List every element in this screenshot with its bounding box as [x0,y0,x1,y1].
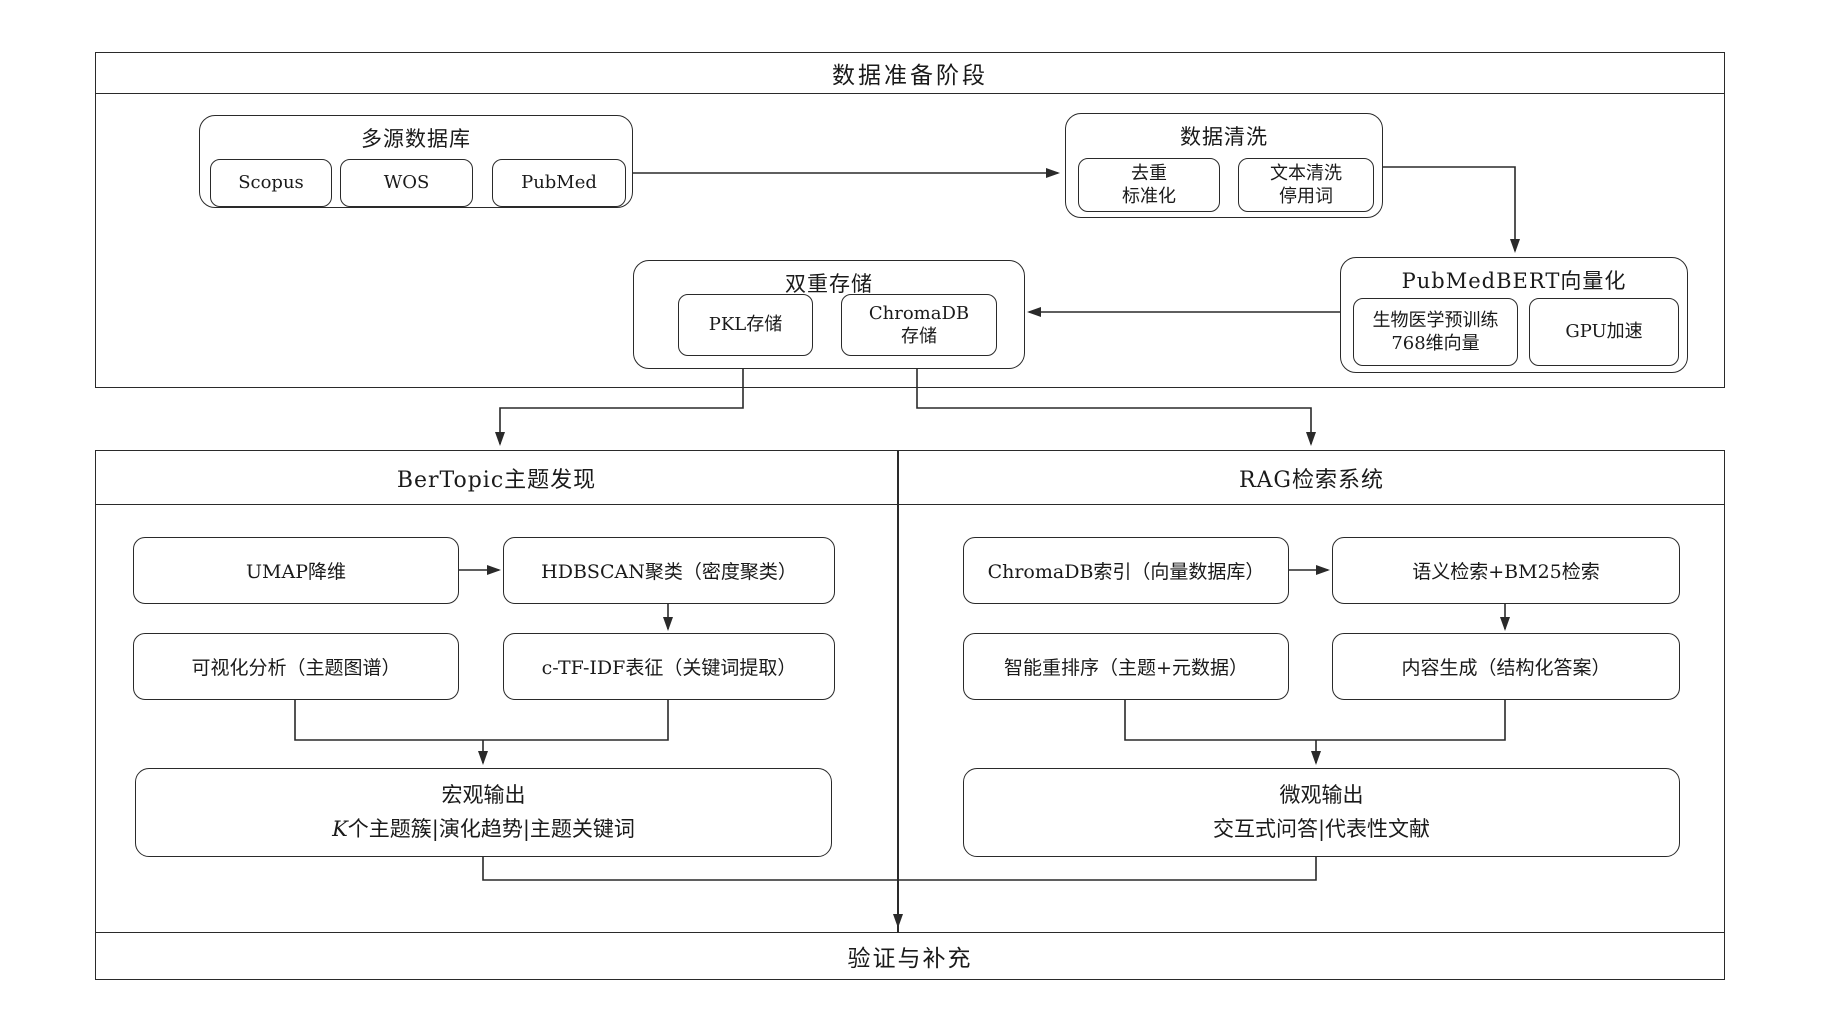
node-chromadb-index-label: ChromaDB索引（向量数据库） [987,561,1265,583]
node-textclean-line2: 停用词 [1279,186,1333,207]
node-dedup-line1: 去重 [1131,162,1167,184]
node-dedup-normalize: 去重 标准化 [1078,158,1220,212]
section-validation: 验证与补充 [95,932,1725,980]
node-pubmed: PubMed [492,159,626,207]
node-micro-output: 微观输出 交互式问答|代表性文献 [963,768,1680,857]
group-multi-source-db-title: 多源数据库 [361,127,471,151]
node-scopus-label: Scopus [238,172,304,194]
node-pkl-label: PKL存储 [708,314,783,336]
node-chromadb-storage: ChromaDB 存储 [841,294,997,356]
node-chromadb-index: ChromaDB索引（向量数据库） [963,537,1289,604]
group-data-cleaning-title: 数据清洗 [1180,125,1268,149]
node-visualization: 可视化分析（主题图谱） [133,633,459,700]
group-data-cleaning: 数据清洗 去重 标准化 文本清洗 停用词 [1065,113,1383,218]
node-umap-label: UMAP降维 [246,561,346,583]
node-semantic-bm25-label: 语义检索+BM25检索 [1412,561,1600,583]
node-hdbscan: HDBSCAN聚类（密度聚类） [503,537,835,604]
section-validation-title: 验证与补充 [847,946,973,972]
section-bertopic-title: BerTopic主题发现 [96,451,897,505]
macro-output-k: K [332,816,348,841]
macro-output-title: 宏观输出 [441,782,526,807]
node-wos-label: WOS [383,172,430,194]
micro-output-title: 微观输出 [1279,782,1364,807]
group-pubmedbert-vectorize-title: PubMedBERT向量化 [1401,269,1627,293]
node-biomedical-line2: 768维向量 [1391,333,1480,354]
node-rerank-label: 智能重排序（主题+元数据） [1004,657,1248,679]
macro-output-detail-text: 个主题簇|演化趋势|主题关键词 [347,816,635,841]
node-semantic-bm25-retrieval: 语义检索+BM25检索 [1332,537,1680,604]
node-pkl-storage: PKL存储 [678,294,813,356]
node-dedup-line2: 标准化 [1122,186,1176,207]
node-pubmed-label: PubMed [521,172,597,194]
group-multi-source-db: 多源数据库 Scopus WOS PubMed [199,115,633,208]
node-ctfidf-label: c-TF-IDF表征（关键词提取） [541,657,797,679]
node-gpu-acceleration: GPU加速 [1529,298,1679,366]
node-ctfidf: c-TF-IDF表征（关键词提取） [503,633,835,700]
section-rag-title: RAG检索系统 [899,451,1724,505]
node-rerank: 智能重排序（主题+元数据） [963,633,1289,700]
group-dual-storage: 双重存储 PKL存储 ChromaDB 存储 [633,260,1025,369]
node-chromadb-line2: 存储 [901,326,937,347]
node-biomedical-line1: 生物医学预训练 [1372,309,1499,331]
micro-output-detail: 交互式问答|代表性文献 [1212,816,1431,841]
node-macro-output: 宏观输出 K个主题簇|演化趋势|主题关键词 [135,768,832,857]
node-gpu-label: GPU加速 [1565,321,1643,343]
node-textclean-stopwords: 文本清洗 停用词 [1238,158,1374,212]
node-content-generation-label: 内容生成（结构化答案） [1401,657,1611,679]
node-chromadb-line1: ChromaDB [868,302,970,324]
macro-output-detail: K个主题簇|演化趋势|主题关键词 [332,813,635,847]
node-content-generation: 内容生成（结构化答案） [1332,633,1680,700]
node-scopus: Scopus [210,159,332,207]
node-biomedical-pretrain: 生物医学预训练 768维向量 [1353,298,1518,366]
node-hdbscan-label: HDBSCAN聚类（密度聚类） [541,561,797,583]
group-dual-storage-title: 双重存储 [785,272,873,296]
node-umap: UMAP降维 [133,537,459,604]
node-visualization-label: 可视化分析（主题图谱） [191,657,401,679]
group-pubmedbert-vectorize: PubMedBERT向量化 生物医学预训练 768维向量 GPU加速 [1340,257,1688,373]
node-textclean-line1: 文本清洗 [1270,162,1342,184]
phase-data-preparation-title: 数据准备阶段 [96,53,1724,94]
phase-data-preparation: 数据准备阶段 [95,52,1725,388]
node-wos: WOS [340,159,473,207]
